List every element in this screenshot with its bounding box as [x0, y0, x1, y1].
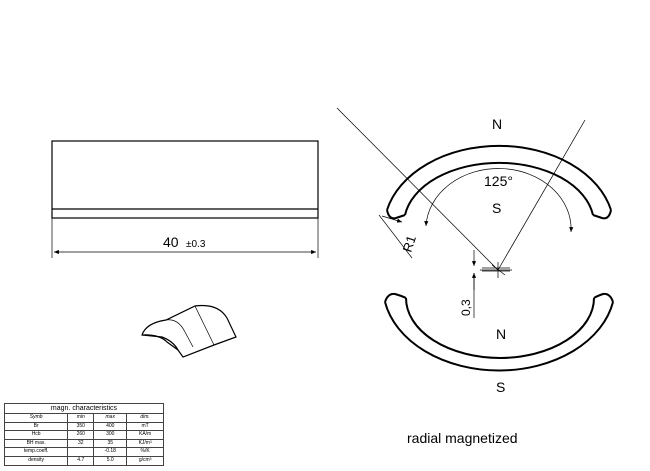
radius-leader — [378, 214, 413, 259]
table-header-cell: min — [67, 413, 95, 423]
side-view: 40 ±0.3 — [51, 140, 319, 258]
table-row: temp.coeff. -0.18 %/K — [3, 447, 164, 457]
angle-label: 125° — [484, 173, 513, 189]
table-title: magn. characteristics — [4, 403, 164, 414]
table-cell: %/K — [126, 447, 164, 457]
top-segment-inner-pole: S — [492, 200, 501, 216]
center-mark-diagonal — [491, 264, 506, 276]
radius-arrow — [381, 215, 403, 223]
table-cell: 300 — [93, 430, 128, 440]
magnet-inner-edge — [165, 319, 194, 348]
table-cell: Br — [3, 421, 69, 432]
table-cell: 4.7 — [67, 455, 95, 466]
characteristics-table: magn. characteristics Symb min max dim. … — [3, 403, 164, 466]
table-row: density 4.7 5.0 g/cm³ — [3, 455, 164, 466]
table-cell: Hcb — [3, 430, 69, 440]
magnet-body — [141, 304, 237, 358]
side-view-outline — [51, 140, 319, 219]
table-cell: -0.18 — [93, 447, 128, 457]
offset-label: 0,3 — [459, 299, 473, 316]
table-cell: KJ/m³ — [126, 438, 164, 449]
construction-line-left — [336, 107, 499, 271]
top-segment-outer-pole: N — [492, 116, 502, 132]
table-header-row: Symb min max dim. — [3, 413, 164, 423]
length-value: 40 — [163, 234, 179, 250]
construction-line-right — [497, 119, 586, 271]
table-row: BH max. 32 35 KJ/m³ — [3, 438, 164, 449]
table-cell: density — [3, 455, 69, 466]
table-cell: 32 — [67, 438, 95, 449]
top-segment-right-end — [592, 209, 612, 220]
table-cell: 5.0 — [93, 455, 128, 466]
bottom-segment-outer-arc — [384, 301, 614, 372]
bottom-segment-left-end — [384, 292, 407, 303]
bottom-segment-outer-pole: S — [496, 379, 505, 395]
radius-label: R1 — [400, 233, 419, 253]
caption: radial magnetized — [407, 430, 518, 446]
magnet-front-arc — [141, 334, 179, 351]
bottom-segment-inner-arc — [405, 297, 595, 359]
table-cell: mT — [126, 421, 164, 432]
top-segment-outer-arc — [386, 144, 612, 211]
top-segment-inner-arc — [404, 161, 594, 216]
table-cell: g/cm³ — [126, 455, 164, 466]
length-tolerance: ±0.3 — [186, 239, 206, 250]
top-segment-left-end — [386, 209, 406, 220]
isometric-magnet — [141, 304, 237, 358]
magnet-top-edge — [194, 305, 215, 346]
table-cell: temp.coeff. — [3, 447, 69, 457]
table-cell: KA/m — [126, 430, 164, 440]
table-cell: 350 — [67, 421, 95, 432]
table-cell: 35 — [93, 438, 128, 449]
table-cell: 400 — [93, 421, 128, 432]
table-header-cell: Symb — [3, 413, 69, 423]
angle-dimension-arc — [424, 168, 574, 233]
table-header-cell: dim. — [126, 413, 164, 423]
table-row: Br 350 400 mT — [3, 421, 164, 432]
table-cell: BH max. — [3, 438, 69, 449]
table-header-cell: max — [93, 413, 128, 423]
table-cell — [67, 447, 95, 457]
bottom-segment-inner-pole: N — [496, 326, 506, 342]
table-row: Hcb 260 300 KA/m — [3, 430, 164, 440]
bottom-segment-right-end — [593, 292, 614, 303]
table-cell: 260 — [67, 430, 95, 440]
front-view: 125° R1 0,3 N S N S — [336, 107, 614, 395]
